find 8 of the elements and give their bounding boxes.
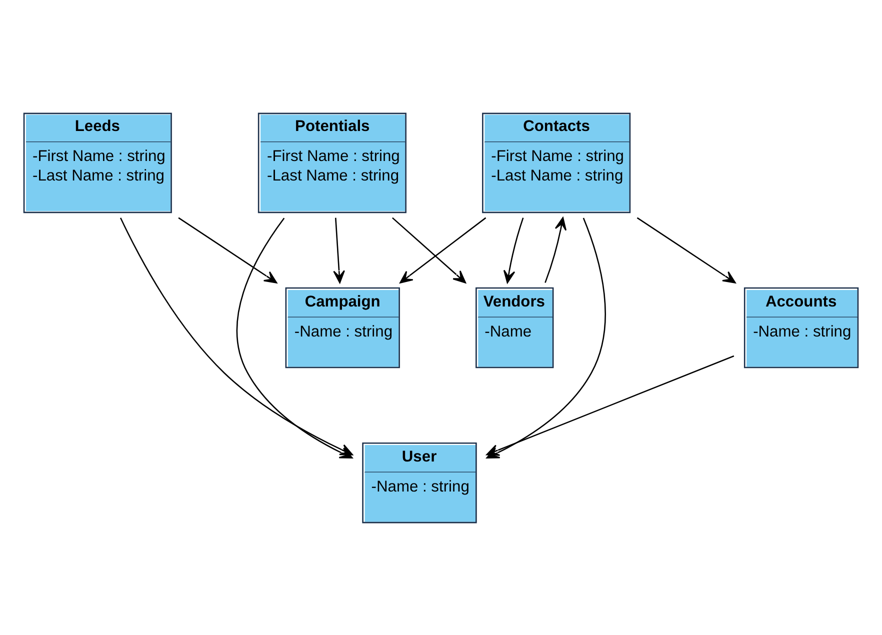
arrow (178, 216, 278, 283)
arrow (636, 216, 736, 283)
arrow (333, 217, 345, 283)
arrow (544, 216, 567, 282)
arrow (392, 216, 466, 283)
arrow (400, 216, 486, 283)
arrow (503, 217, 524, 283)
arrow (486, 354, 734, 456)
